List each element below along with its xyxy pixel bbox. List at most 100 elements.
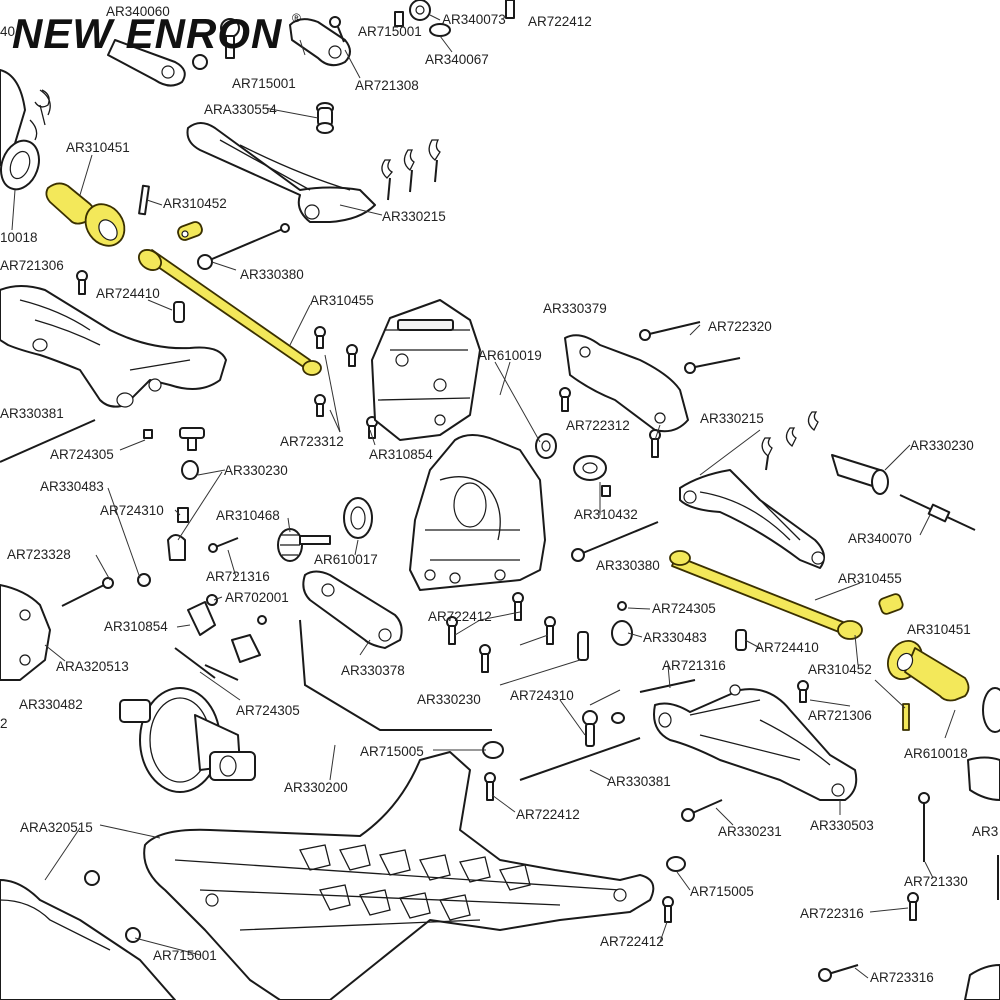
bearing-part-left <box>0 139 40 191</box>
nut-parts-top <box>394 0 515 37</box>
part-label: AR722320 <box>708 319 772 334</box>
part-label: AR722312 <box>566 418 630 433</box>
part-label: AR330230 <box>224 463 288 478</box>
ball-end-part-330230-left <box>167 460 199 561</box>
part-label: AR723312 <box>280 434 344 449</box>
screw-part-721306-right <box>797 680 809 703</box>
part-label: AR723316 <box>870 970 934 985</box>
bumper-part-left <box>0 870 176 1000</box>
part-label: AR310455 <box>310 293 374 308</box>
driveshaft-part-highlighted-right <box>669 550 863 640</box>
nut-parts-715005 <box>482 741 686 872</box>
lower-suspension-arm-part-right <box>653 684 858 801</box>
differential-part <box>119 687 256 793</box>
pivot-part-330483-left <box>143 427 205 451</box>
part-label: AR330378 <box>341 663 405 678</box>
screw-part-723328 <box>61 573 151 607</box>
steering-parts-cluster <box>174 594 267 681</box>
part-label: 10018 <box>0 230 38 245</box>
part-label: AR310468 <box>216 508 280 523</box>
part-label: AR721316 <box>206 569 270 584</box>
part-label: AR330380 <box>240 267 304 282</box>
part-label: AR724410 <box>96 286 160 301</box>
clips-part-right <box>761 411 819 471</box>
part-label: AR724410 <box>755 640 819 655</box>
part-label: AR715001 <box>358 24 422 39</box>
part-label: AR610018 <box>904 746 968 761</box>
pinion-gear-part-310468 <box>277 528 331 562</box>
part-label: AR340067 <box>425 52 489 67</box>
part-label: AR722412 <box>600 934 664 949</box>
part-label: AR722316 <box>800 906 864 921</box>
part-label: AR330379 <box>543 301 607 316</box>
part-label: AR330215 <box>700 411 764 426</box>
part-label: AR715005 <box>360 744 424 759</box>
upper-suspension-arm-part <box>186 122 376 223</box>
part-label: 40 <box>0 24 15 39</box>
hinge-mount-part-330378 <box>302 570 403 649</box>
part-label: AR310451 <box>66 140 130 155</box>
part-label: AR721316 <box>662 658 726 673</box>
pin-part-340070 <box>899 494 976 531</box>
part-label: AR715001 <box>153 948 217 963</box>
pin-part-330380-center <box>571 521 659 562</box>
brand-name: NEW ENRON <box>12 10 283 57</box>
pin-part-right <box>902 703 910 731</box>
screw-part-722320 <box>639 321 741 374</box>
screws-part-722412-cluster <box>446 592 556 673</box>
bearing-part-610017 <box>343 497 373 539</box>
part-label: AR330230 <box>417 692 481 707</box>
part-label: AR310432 <box>574 507 638 522</box>
hinge-pin-part-330381-left <box>0 419 96 463</box>
part-label: AR721308 <box>355 78 419 93</box>
clips-part-upper <box>381 139 441 201</box>
brand-logo: NEW ENRON ® <box>12 10 301 57</box>
part-label: AR610019 <box>478 348 542 363</box>
part-label: AR330483 <box>643 630 707 645</box>
bearing-part-610019 <box>535 433 557 459</box>
part-label: AR340073 <box>442 12 506 27</box>
brand-registered-mark: ® <box>292 11 301 25</box>
camber-link-part-top <box>289 18 351 67</box>
part-label: AR724305 <box>652 601 716 616</box>
pin-part-721316-right <box>639 679 696 693</box>
part-label: AR330483 <box>40 479 104 494</box>
part-label: AR702001 <box>225 590 289 605</box>
leader-lines <box>11 14 956 979</box>
part-label: AR340070 <box>848 531 912 546</box>
part-label: AR330503 <box>810 818 874 833</box>
part-label: AR715005 <box>690 884 754 899</box>
part-label: AR330231 <box>718 824 782 839</box>
part-label: AR722412 <box>428 609 492 624</box>
part-label: AR310854 <box>369 447 433 462</box>
axle-part-330230-right <box>831 454 889 495</box>
part-label: AR330381 <box>0 406 64 421</box>
part-label: AR330215 <box>382 209 446 224</box>
part-label: ARA320513 <box>56 659 129 674</box>
driveshaft-part-highlighted-left <box>137 249 322 376</box>
part-label: AR721330 <box>904 874 968 889</box>
screw-part-722312 <box>559 387 661 458</box>
part-label: ARA330554 <box>204 102 277 117</box>
part-labels: AR340060 40 AR715001 AR340073 AR722412 A… <box>0 4 998 985</box>
part-label: AR310451 <box>907 622 971 637</box>
ball-stud-parts-center <box>577 631 625 747</box>
part-label: 2 <box>0 716 8 731</box>
part-label: AR310452 <box>163 196 227 211</box>
bushing-part-310432 <box>573 455 611 497</box>
upper-suspension-arm-part-right <box>679 469 825 569</box>
pin-part-721316 <box>208 537 239 553</box>
part-label: AR310455 <box>838 571 902 586</box>
part-label: AR724310 <box>100 503 164 518</box>
right-edge-parts <box>964 756 1000 1000</box>
part-label: AR721306 <box>808 708 872 723</box>
part-label: AR330381 <box>607 774 671 789</box>
bearing-part-right-edge <box>982 687 1000 733</box>
part-label: AR723328 <box>7 547 71 562</box>
screw-part-left-721306 <box>76 270 88 295</box>
sway-bar-part-330200 <box>299 619 492 731</box>
drive-cup-part-highlighted-left <box>45 182 126 247</box>
part-label: AR724305 <box>236 703 300 718</box>
